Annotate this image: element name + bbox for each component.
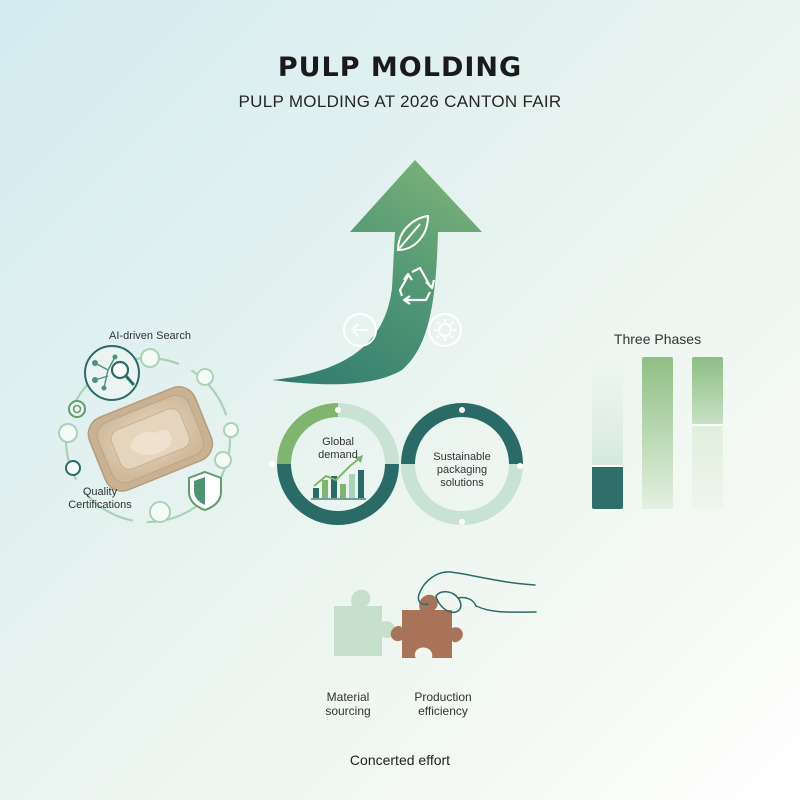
gear-icon bbox=[428, 313, 462, 347]
bar-chart-icon bbox=[311, 455, 366, 500]
label-line: packaging bbox=[436, 464, 488, 476]
ring-dot bbox=[459, 407, 465, 413]
page-subtitle: PULP MOLDING AT 2026 CANTON FAIR bbox=[238, 92, 562, 111]
ring-node bbox=[140, 348, 160, 368]
label-line: demand bbox=[318, 449, 358, 461]
phase-bar-3-fill bbox=[692, 357, 723, 425]
three-phases-title: Three Phases bbox=[613, 331, 702, 347]
sustainable-packaging-label: Sustainable packaging solutions bbox=[418, 451, 506, 490]
label-line: Certifications bbox=[68, 499, 132, 511]
recycle-icon bbox=[398, 266, 436, 305]
hand-illustration bbox=[417, 571, 537, 614]
ai-search-icon bbox=[84, 345, 140, 401]
material-sourcing-label: Material sourcing bbox=[310, 690, 386, 718]
ring-dot bbox=[459, 519, 465, 525]
ai-search-label: AI-driven Search bbox=[109, 330, 191, 342]
label-line: solutions bbox=[440, 477, 484, 489]
quality-certifications-label: Quality Certifications bbox=[55, 486, 145, 512]
label-line: efficiency bbox=[418, 704, 468, 718]
puzzle-piece-brown bbox=[390, 594, 463, 658]
target-icon bbox=[68, 400, 86, 418]
label-line: Global bbox=[322, 436, 354, 448]
pulp-tray-illustration bbox=[87, 386, 214, 492]
label-line: Production bbox=[414, 690, 472, 704]
ring-node bbox=[65, 460, 81, 476]
concerted-effort-caption: Concerted effort bbox=[349, 752, 451, 768]
label-line: Material bbox=[326, 690, 370, 704]
production-efficiency-label: Production efficiency bbox=[400, 690, 486, 718]
puzzle-piece-green bbox=[334, 589, 396, 656]
puzzle-pieces bbox=[334, 589, 463, 658]
back-arrow-circle-icon bbox=[343, 313, 377, 347]
ring-node bbox=[223, 422, 239, 438]
left-ring-teal-arc bbox=[277, 463, 399, 525]
left-ring-green-arc bbox=[277, 403, 339, 465]
phase-bar-1-fill bbox=[592, 466, 623, 509]
left-cluster bbox=[58, 345, 239, 524]
ring-node bbox=[214, 451, 232, 469]
ring-node bbox=[196, 368, 214, 386]
infinity-loop bbox=[269, 403, 523, 525]
ring-node bbox=[149, 501, 171, 523]
ring-dot bbox=[517, 463, 523, 469]
page-title: PULP MOLDING bbox=[277, 52, 523, 83]
label-line: Quality bbox=[82, 486, 118, 498]
three-phases-bars bbox=[592, 357, 723, 509]
arrow-shape bbox=[272, 160, 482, 385]
ring-dot bbox=[269, 461, 275, 467]
phase-bar-2 bbox=[642, 357, 673, 509]
ring-node bbox=[58, 423, 78, 443]
ring-dot bbox=[335, 407, 341, 413]
label-line: Sustainable bbox=[433, 451, 491, 463]
leaf-icon bbox=[396, 214, 430, 252]
global-demand-label: Global demand bbox=[298, 436, 378, 462]
label-line: sourcing bbox=[325, 704, 371, 718]
growth-arrow bbox=[272, 160, 482, 385]
shield-icon bbox=[188, 470, 222, 512]
